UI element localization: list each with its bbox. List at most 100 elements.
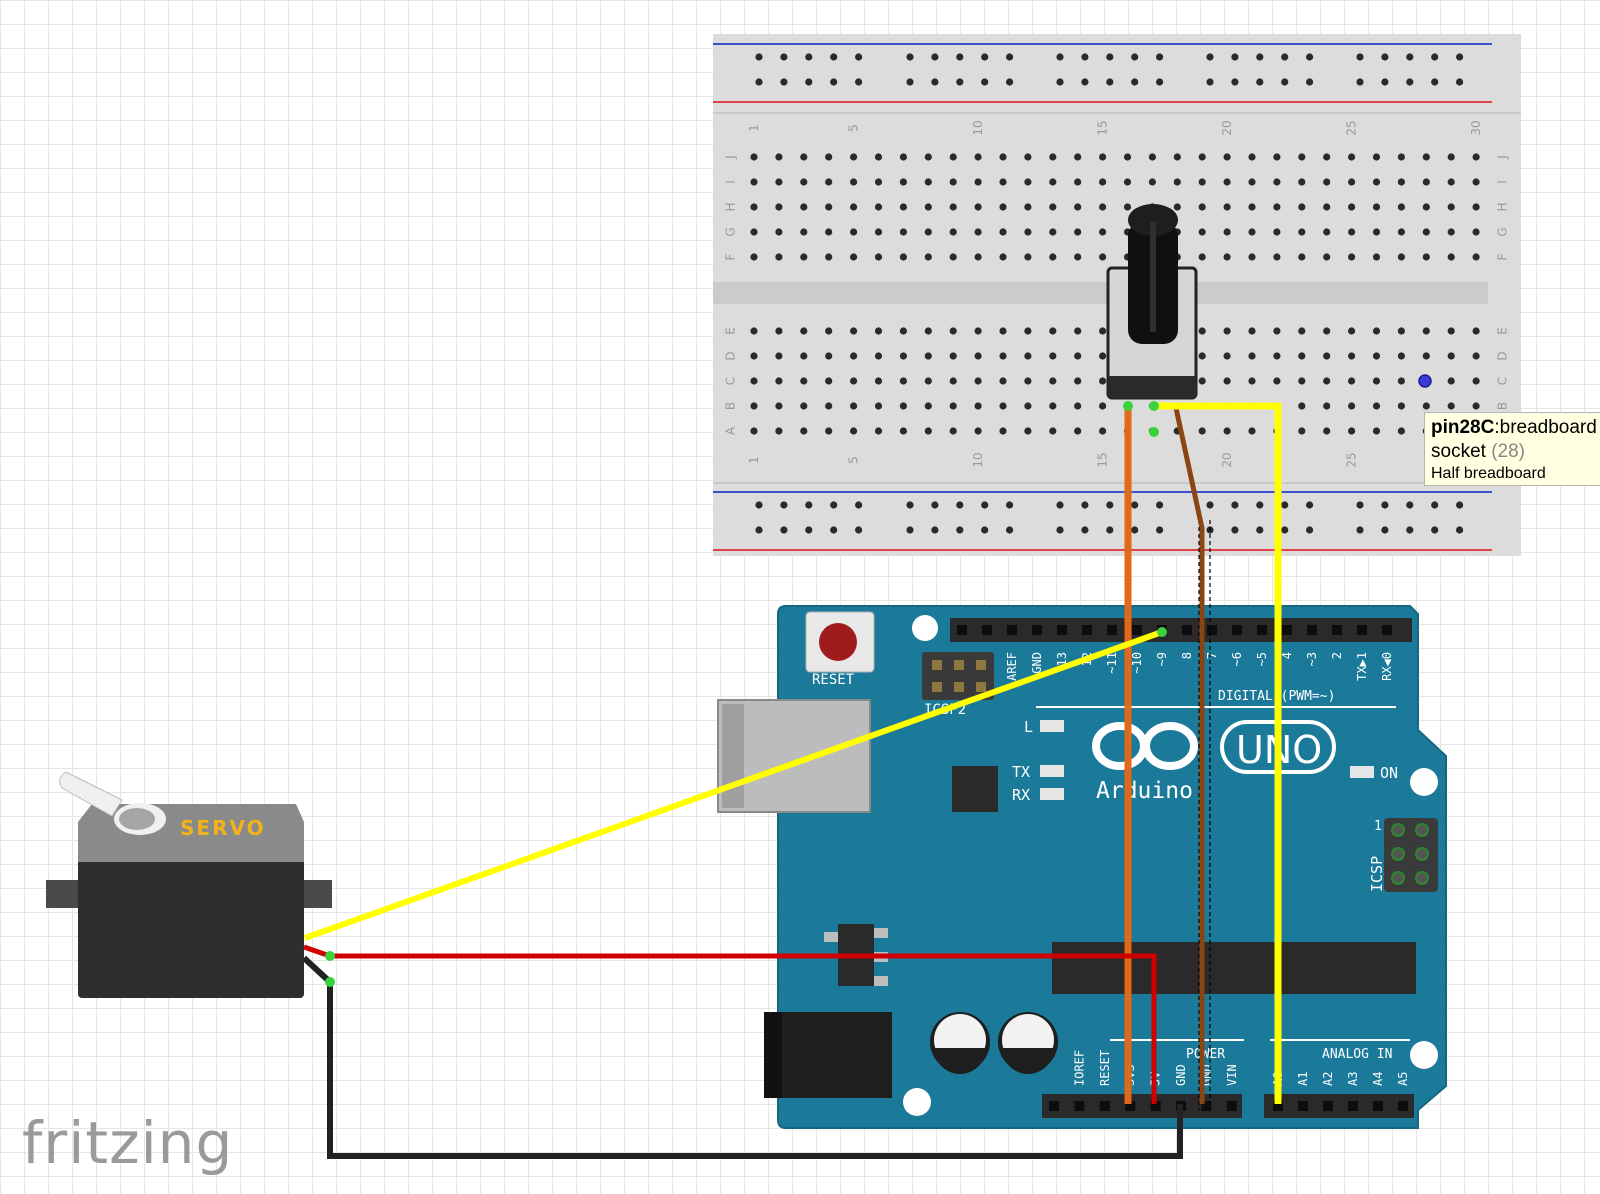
breadboard-hole[interactable] <box>1248 153 1256 161</box>
breadboard-hole[interactable] <box>1447 352 1455 360</box>
breadboard-hole[interactable] <box>949 228 957 236</box>
breadboard-hole[interactable] <box>1049 352 1057 360</box>
breadboard-hole[interactable] <box>750 153 758 161</box>
breadboard-hole[interactable] <box>1248 203 1256 211</box>
breadboard-hole[interactable] <box>924 327 932 335</box>
rail-hole[interactable] <box>1131 501 1139 509</box>
rail-hole[interactable] <box>1306 53 1314 61</box>
breadboard-hole[interactable] <box>800 153 808 161</box>
breadboard-hole[interactable] <box>1248 377 1256 385</box>
rail-hole[interactable] <box>1431 526 1439 534</box>
breadboard-hole[interactable] <box>924 178 932 186</box>
power-pin[interactable] <box>1049 1101 1059 1111</box>
rail-hole[interactable] <box>1356 78 1364 86</box>
breadboard-hole[interactable] <box>1372 203 1381 211</box>
breadboard-hole[interactable] <box>1372 352 1381 360</box>
breadboard-hole[interactable] <box>1323 203 1331 211</box>
breadboard-hole[interactable] <box>1298 228 1306 236</box>
rail-hole[interactable] <box>1456 501 1464 509</box>
breadboard-hole[interactable] <box>1323 153 1331 161</box>
rail-hole[interactable] <box>1056 53 1064 61</box>
breadboard-hole[interactable] <box>1074 178 1082 186</box>
breadboard-hole[interactable] <box>999 178 1007 186</box>
rail-hole[interactable] <box>1231 78 1239 86</box>
breadboard-hole[interactable] <box>1372 228 1381 236</box>
rail-hole[interactable] <box>1456 78 1464 86</box>
breadboard-hole[interactable] <box>974 402 982 410</box>
breadboard-hole[interactable] <box>850 153 858 161</box>
breadboard-hole[interactable] <box>949 402 957 410</box>
breadboard-hole[interactable] <box>1024 352 1032 360</box>
rail-hole[interactable] <box>1431 78 1439 86</box>
breadboard-hole[interactable] <box>775 402 783 410</box>
breadboard-hole[interactable] <box>1397 327 1405 335</box>
breadboard-hole[interactable] <box>1099 178 1107 186</box>
wire-endpoint[interactable] <box>1123 401 1133 411</box>
rail-hole[interactable] <box>1406 78 1414 86</box>
breadboard-hole[interactable] <box>1298 327 1306 335</box>
breadboard-hole[interactable] <box>1447 153 1455 161</box>
power-pin[interactable] <box>1074 1101 1085 1111</box>
breadboard-hole[interactable] <box>1323 352 1331 360</box>
breadboard-hole[interactable] <box>1173 203 1181 211</box>
breadboard-hole[interactable] <box>924 228 932 236</box>
breadboard-hole[interactable] <box>999 402 1007 410</box>
breadboard-hole[interactable] <box>775 228 783 236</box>
rail-hole[interactable] <box>981 53 989 61</box>
breadboard-hole[interactable] <box>1024 377 1032 385</box>
breadboard-hole[interactable] <box>1348 377 1356 385</box>
breadboard-hole[interactable] <box>1049 327 1057 335</box>
breadboard-hole[interactable] <box>1348 203 1356 211</box>
breadboard-hole[interactable] <box>1372 327 1381 335</box>
breadboard-hole[interactable] <box>924 377 932 385</box>
rail-hole[interactable] <box>805 78 813 86</box>
power-pin[interactable] <box>1201 1101 1212 1111</box>
breadboard-hole[interactable] <box>1173 153 1181 161</box>
breadboard-hole[interactable] <box>899 178 908 186</box>
highlighted-hole-pin28c[interactable] <box>1418 374 1432 388</box>
breadboard-hole[interactable] <box>949 203 957 211</box>
breadboard-hole[interactable] <box>899 377 908 385</box>
rail-hole[interactable] <box>1306 78 1314 86</box>
digital-pin[interactable] <box>1132 625 1142 635</box>
breadboard-hole[interactable] <box>800 427 808 435</box>
breadboard-hole[interactable] <box>1348 352 1356 360</box>
breadboard-hole[interactable] <box>1323 402 1331 410</box>
breadboard-hole[interactable] <box>924 402 932 410</box>
breadboard-hole[interactable] <box>1074 203 1082 211</box>
breadboard-hole[interactable] <box>1273 253 1281 261</box>
digital-pin[interactable] <box>1357 625 1367 635</box>
breadboard-hole[interactable] <box>1298 253 1306 261</box>
breadboard-hole[interactable] <box>775 352 783 360</box>
breadboard-hole[interactable] <box>1422 178 1430 186</box>
breadboard-hole[interactable] <box>1248 327 1256 335</box>
breadboard-hole[interactable] <box>1397 203 1405 211</box>
breadboard-hole[interactable] <box>1099 327 1107 335</box>
breadboard-hole[interactable] <box>1223 153 1231 161</box>
rail-hole[interactable] <box>1006 501 1014 509</box>
breadboard-hole[interactable] <box>949 253 957 261</box>
breadboard-hole[interactable] <box>1397 402 1405 410</box>
breadboard-hole[interactable] <box>1298 203 1306 211</box>
breadboard-hole[interactable] <box>825 377 833 385</box>
breadboard-hole[interactable] <box>850 228 858 236</box>
digital-pin[interactable] <box>1232 625 1242 635</box>
breadboard-hole[interactable] <box>1372 427 1381 435</box>
breadboard-hole[interactable] <box>1099 427 1107 435</box>
breadboard-hole[interactable] <box>999 203 1007 211</box>
breadboard-hole[interactable] <box>924 153 932 161</box>
breadboard-hole[interactable] <box>1273 352 1281 360</box>
breadboard-hole[interactable] <box>974 178 982 186</box>
breadboard-hole[interactable] <box>825 352 833 360</box>
breadboard-hole[interactable] <box>1024 402 1032 410</box>
rail-hole[interactable] <box>1381 526 1389 534</box>
breadboard-hole[interactable] <box>899 228 908 236</box>
breadboard-hole[interactable] <box>1099 203 1107 211</box>
breadboard-hole[interactable] <box>874 327 883 335</box>
rail-hole[interactable] <box>1406 501 1414 509</box>
rail-hole[interactable] <box>1256 501 1264 509</box>
breadboard-hole[interactable] <box>874 377 883 385</box>
breadboard-hole[interactable] <box>1049 377 1057 385</box>
breadboard-hole[interactable] <box>999 377 1007 385</box>
rail-hole[interactable] <box>1156 78 1164 86</box>
